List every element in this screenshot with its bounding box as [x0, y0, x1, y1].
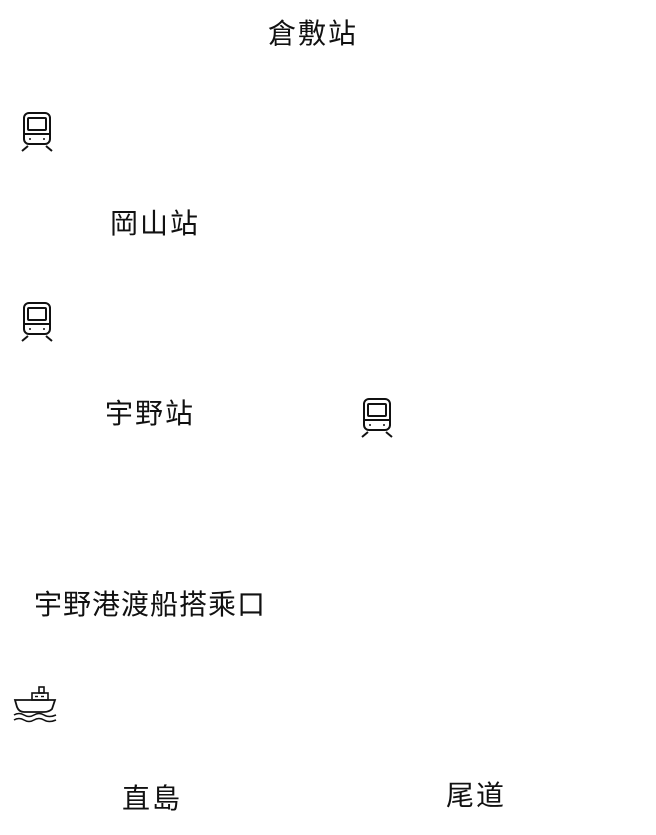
train-icon: [359, 397, 395, 439]
station-label-okayama: 岡山站: [110, 207, 201, 240]
station-label-uno-port-ferry: 宇野港渡船搭乘口: [34, 588, 267, 621]
station-label-kurashiki: 倉敷站: [268, 17, 359, 50]
destination-label-onomichi: 尾道: [446, 779, 507, 812]
train-icon: [19, 301, 55, 343]
train-icon: [19, 111, 55, 153]
station-label-uno: 宇野站: [105, 397, 196, 430]
destination-label-naoshima: 直島: [122, 782, 183, 815]
ship-icon: [12, 685, 58, 723]
